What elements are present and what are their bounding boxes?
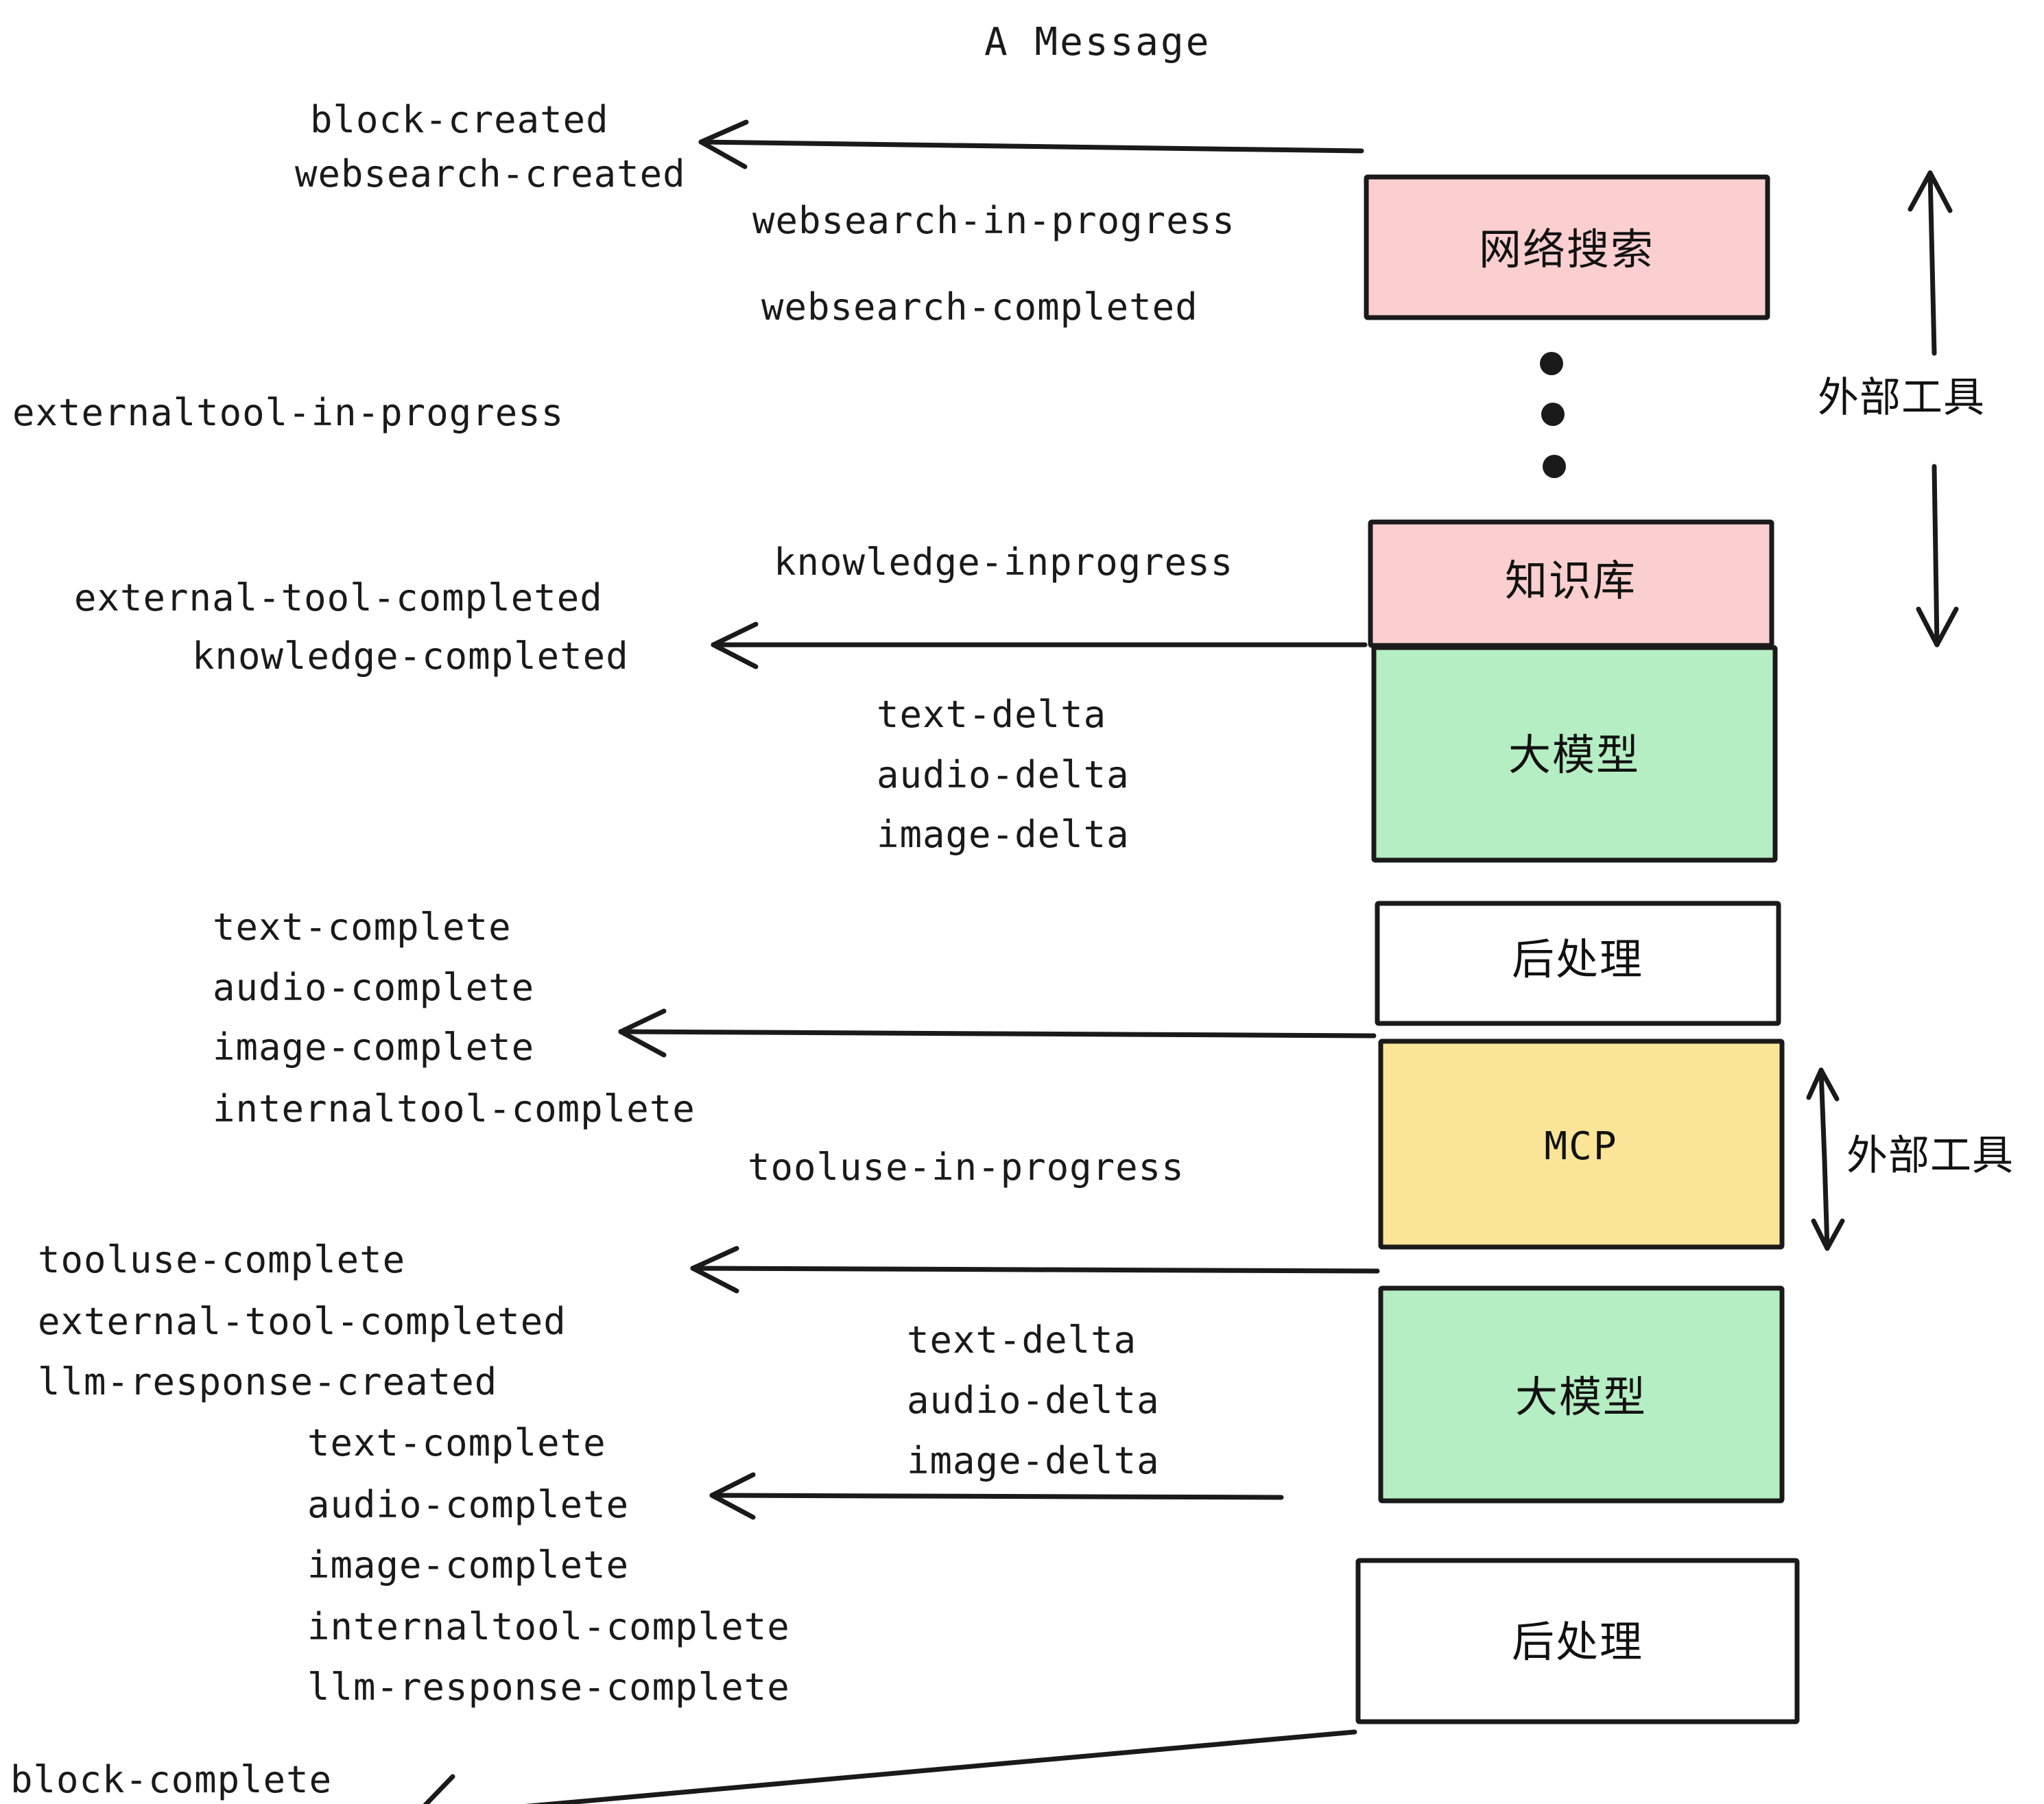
arrow-llm2-to-audio-complete — [709, 1472, 1284, 1520]
event-text-delta-1: text-delta — [877, 693, 1106, 736]
event-websearch-created: websearch-created — [295, 152, 686, 195]
event-audio-complete-1: audio-complete — [213, 966, 534, 1009]
node-llm-2-label: 大模型 — [1515, 1372, 1647, 1422]
arrow-postprocess2-to-block-complete — [423, 1729, 1357, 1804]
event-external-tool-completed-1: external-tool-completed — [74, 576, 603, 619]
event-tooluse-in-progress: tooluse-in-progress — [748, 1146, 1185, 1189]
node-llm-1-label: 大模型 — [1508, 730, 1640, 780]
node-postprocess-1-label: 后处理 — [1512, 934, 1643, 984]
event-websearch-completed: websearch-completed — [761, 285, 1198, 329]
node-mcp: MCP — [1378, 1039, 1785, 1250]
node-postprocess-1: 后处理 — [1375, 901, 1781, 1026]
event-block-complete: block-complete — [10, 1758, 332, 1801]
event-image-delta-1: image-delta — [877, 813, 1130, 856]
event-block-created: block-created — [310, 98, 609, 141]
event-image-complete-1: image-complete — [213, 1025, 534, 1069]
arrow-postprocess-to-image-complete — [618, 1008, 1377, 1058]
event-text-complete-2: text-complete — [307, 1421, 606, 1464]
node-postprocess-2: 后处理 — [1355, 1558, 1800, 1724]
event-internaltool-complete-2: internaltool-complete — [307, 1605, 790, 1648]
arrow-knowledge-to-completed — [711, 621, 1368, 669]
event-audio-delta-2: audio-delta — [907, 1379, 1160, 1422]
node-mcp-label: MCP — [1544, 1124, 1617, 1169]
arrow-websearch-to-created — [698, 119, 1364, 169]
event-audio-complete-2: audio-complete — [307, 1483, 629, 1526]
external-tool-bracket-top: 外部工具 — [1818, 170, 1985, 648]
event-knowledge-completed: knowledge-completed — [192, 634, 629, 678]
event-llm-response-created: llm-response-created — [38, 1360, 497, 1403]
event-text-delta-2: text-delta — [907, 1318, 1137, 1362]
event-externaltool-in-progress: externaltool-in-progress — [12, 391, 564, 434]
node-knowledge-label: 知识库 — [1505, 556, 1637, 606]
node-llm-1: 大模型 — [1371, 645, 1778, 863]
event-image-complete-2: image-complete — [307, 1543, 629, 1587]
external-tool-label-bottom: 外部工具 — [1846, 1132, 2014, 1180]
event-image-delta-2: image-delta — [907, 1439, 1160, 1482]
node-websearch-label: 网络搜索 — [1479, 224, 1654, 274]
external-tool-label-top: 外部工具 — [1818, 374, 1985, 422]
event-internaltool-complete-1: internaltool-complete — [213, 1087, 696, 1130]
node-websearch: 网络搜索 — [1364, 174, 1770, 320]
arrow-mcp-to-tooluse-complete — [690, 1246, 1380, 1294]
event-llm-response-complete: llm-response-complete — [307, 1665, 790, 1709]
event-tooluse-complete: tooluse-complete — [38, 1238, 405, 1281]
event-knowledge-inprogress: knowledge-inprogress — [774, 541, 1233, 584]
external-tool-bracket-bottom: 外部工具 — [1806, 1067, 2014, 1251]
vertical-ellipsis — [1540, 352, 1566, 478]
event-external-tool-completed-2: external-tool-completed — [38, 1300, 567, 1343]
event-audio-delta-1: audio-delta — [877, 753, 1130, 796]
node-postprocess-2-label: 后处理 — [1512, 1617, 1643, 1667]
page-title: A Message — [984, 20, 1211, 64]
event-websearch-in-progress: websearch-in-progress — [752, 199, 1235, 242]
node-knowledge: 知识库 — [1368, 519, 1774, 648]
node-llm-2: 大模型 — [1378, 1285, 1785, 1504]
event-text-complete-1: text-complete — [213, 905, 512, 949]
